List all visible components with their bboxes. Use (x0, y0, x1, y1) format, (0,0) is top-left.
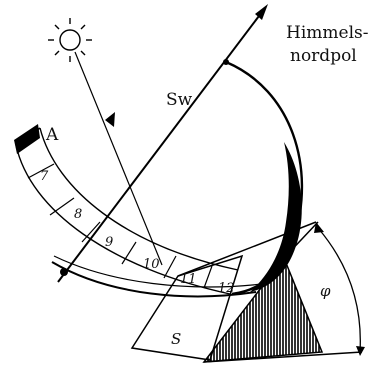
angle-arrow-top (314, 222, 324, 233)
wedge-bottom-edge (203, 351, 363, 363)
pivot-right (223, 59, 229, 65)
hour-ticks (27, 163, 213, 289)
hour-mark: 10 (143, 257, 160, 272)
hour-scale-end-cap (14, 124, 40, 154)
base-label: S (171, 330, 181, 348)
equatorial-ring-lower (51, 261, 257, 298)
hour-mark: 7 (40, 169, 49, 184)
hour-mark: 9 (105, 235, 113, 250)
angle-arrow-bottom (356, 346, 365, 356)
hour-numerals: 7 8 9 10 11 12 (40, 169, 235, 296)
sun-ray-arrowhead (105, 112, 115, 127)
sun-icon (48, 18, 92, 62)
pivot-left (60, 268, 68, 276)
north-pole-label-line1: Himmels- (286, 23, 368, 43)
latitude-wedge (202, 256, 324, 363)
hour-mark: 8 (74, 207, 82, 222)
angle-arc (317, 227, 361, 353)
gnomon-label: Sw (166, 90, 193, 110)
gnomon-arrowhead (255, 4, 268, 20)
end-marker-label: A (45, 125, 59, 145)
sun-ray (74, 51, 163, 266)
hour-mark: 11 (180, 272, 197, 287)
north-pole-label-line2: nordpol (290, 46, 357, 66)
hour-mark: 12 (218, 281, 235, 296)
angle-label: φ (320, 282, 331, 300)
gnomon-axis (57, 11, 263, 283)
equatorial-ring-upper (53, 255, 263, 288)
base-block (130, 221, 317, 361)
meridian-ring-shade (250, 142, 302, 292)
